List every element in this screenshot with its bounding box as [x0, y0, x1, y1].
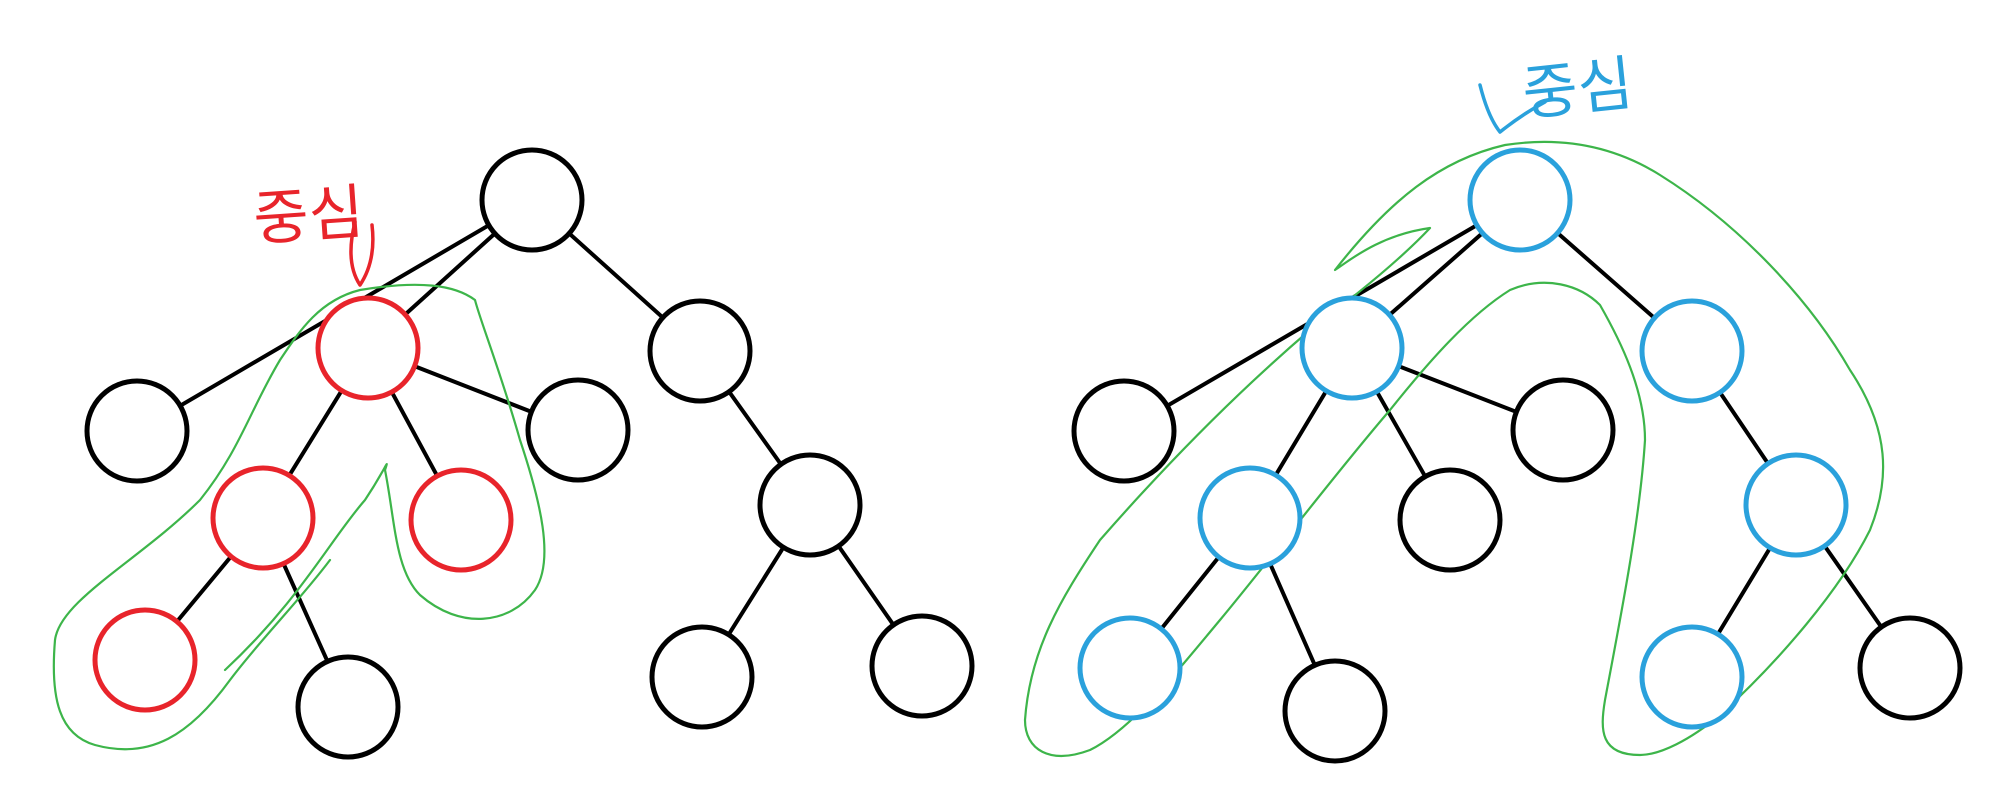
tree-node-R2: [1071, 378, 1177, 484]
tree-node-L3: [647, 298, 753, 404]
tree-node-R9: [1282, 658, 1388, 764]
right-subtree-outline: [1023, 140, 1885, 757]
tree-node-R6: [1397, 467, 1503, 573]
tree-node-R7-highlighted: [1743, 452, 1849, 558]
tree-node-L8-highlighted: [92, 607, 198, 713]
tree-node-R10-highlighted: [1639, 624, 1745, 730]
tree-node-L6-highlighted: [408, 467, 514, 573]
tree-node-L0: [479, 147, 585, 253]
tree-node-L4: [525, 377, 631, 483]
tree-node-R11: [1857, 615, 1963, 721]
right-label-text: 중심: [1519, 49, 1636, 130]
tree-node-L5-highlighted: [210, 465, 316, 571]
tree-node-R1-highlighted: [1299, 295, 1405, 401]
tree-node-L10: [649, 624, 755, 730]
tree-node-R0-highlighted: [1467, 147, 1573, 253]
tree-node-R3-highlighted: [1639, 298, 1745, 404]
tree-node-R4: [1510, 377, 1616, 483]
tree-node-L11: [869, 613, 975, 719]
right-label-pointer: [1478, 83, 1547, 134]
tree-node-L1-highlighted: [315, 295, 421, 401]
tree-node-L9: [295, 654, 401, 760]
left-subtree-outline: [52, 283, 546, 751]
tree-node-R5-highlighted: [1197, 465, 1303, 571]
left-center-label: 중심: [251, 177, 375, 287]
nodes-layer: [84, 147, 1963, 764]
right-center-label: 중심: [1478, 49, 1636, 134]
tree-node-R8-highlighted: [1077, 615, 1183, 721]
left-label-text: 중심: [251, 177, 366, 255]
left-label-pointer: [349, 220, 375, 287]
tree-node-L2: [84, 378, 190, 484]
tree-node-L7: [757, 452, 863, 558]
